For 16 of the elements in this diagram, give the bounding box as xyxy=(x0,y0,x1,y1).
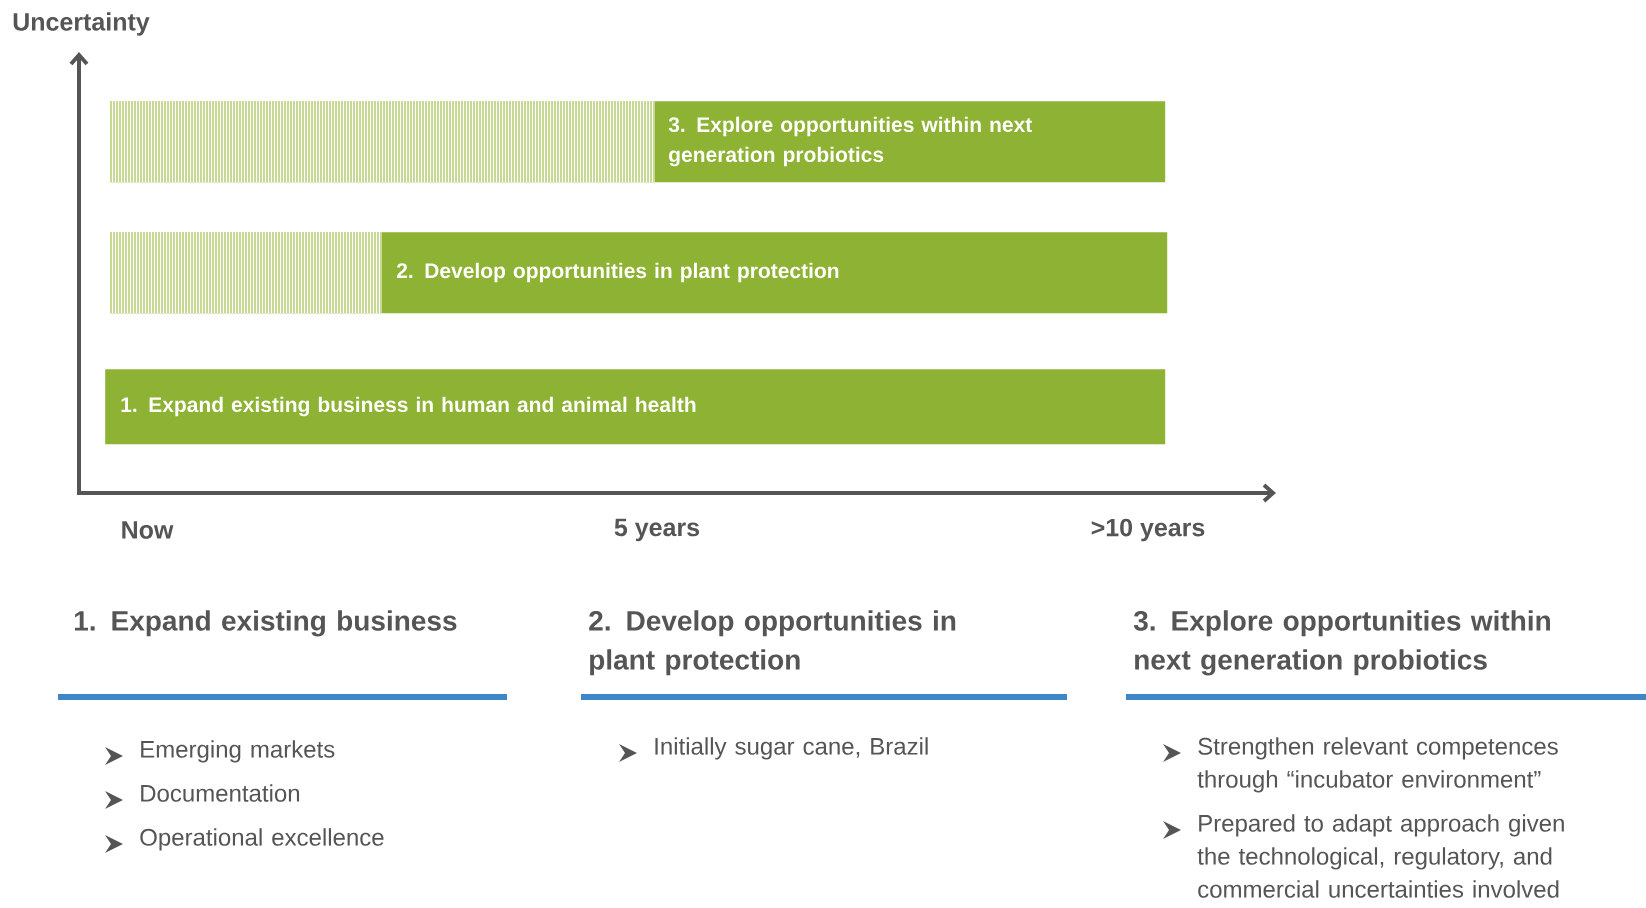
timeline-bar: 3. Explore opportunities within next generation probiotics xyxy=(110,100,1166,183)
column-heading: 2. Develop opportunities in plant protection xyxy=(589,610,956,676)
tick-label: Now xyxy=(122,521,174,539)
bullet-text: Operational excellence xyxy=(140,828,384,851)
column-heading: 1. Expand existing business xyxy=(74,610,457,637)
bullet-text: Documentation xyxy=(141,784,300,802)
timeline-bar: 1. Expand existing business in human and animal health xyxy=(105,369,1166,445)
bullet-text: Emerging markets xyxy=(141,740,335,763)
bullet-text: Initially sugar cane, Brazil xyxy=(655,737,928,760)
timeline-bar: 2. Develop opportunities in plant protection xyxy=(110,231,1168,314)
bullet-text: Strengthen relevant competences through “incubator environment” xyxy=(1197,737,1558,793)
axis-label: Uncertainty xyxy=(13,12,150,36)
column-heading: 3. Explore opportunities within next generation probiotics xyxy=(1133,610,1550,676)
tick-label: 5 years xyxy=(614,518,700,542)
bullet-text: Prepared to adapt approach given the technological, regulatory, and commercial uncertainties involved xyxy=(1197,814,1564,898)
tick-label: >10 years xyxy=(1091,518,1205,542)
